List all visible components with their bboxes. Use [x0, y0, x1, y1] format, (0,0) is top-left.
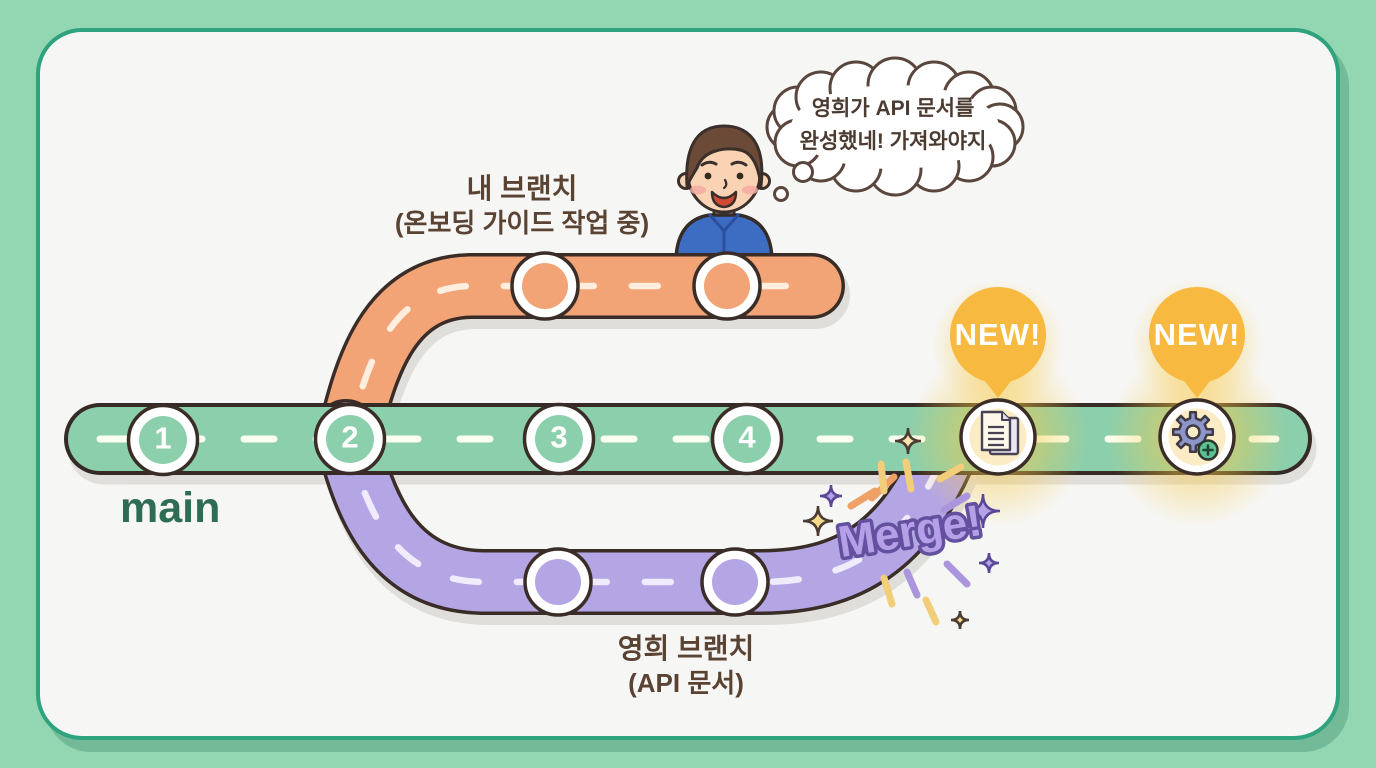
- commit-number-3: 3: [550, 419, 568, 455]
- my-branch-commit-1: [510, 251, 580, 321]
- my-branch-label-line2: (온보딩 가이드 작업 중): [394, 208, 650, 238]
- sparkle-icon: [894, 427, 922, 455]
- sparkle-icon: [965, 493, 1001, 529]
- commit-number-4: 4: [738, 419, 756, 455]
- thought-bubble-tail-small: [773, 186, 789, 202]
- commit-node-3: [522, 402, 596, 476]
- person-blush-left: [690, 185, 706, 195]
- gear-plus-icon: [1171, 410, 1219, 461]
- my-branch-label: 내 브랜치 (온보딩 가이드 작업 중): [395, 172, 649, 240]
- younghee-branch-label: 영희 브랜치 (API 문서): [618, 632, 755, 700]
- sparkle-icons: [802, 427, 1001, 630]
- thought-bubble-line2: 완성했네! 가져와야지: [799, 130, 987, 153]
- sparkle-icon: [978, 552, 1000, 574]
- document-icon: [980, 410, 1020, 456]
- younghee-commit-2: [700, 547, 770, 617]
- person-hair: [685, 124, 764, 188]
- commit-node-4: [710, 402, 784, 476]
- thought-bubble-text: 영희가 API 문서를 완성했네! 가져와야지: [800, 92, 987, 158]
- younghee-commit-nodes: [523, 547, 770, 617]
- thought-bubble-line1: 영희가 API 문서를: [811, 97, 975, 120]
- younghee-commit-1: [523, 547, 593, 617]
- my-branch-label-line1: 내 브랜치: [466, 173, 578, 204]
- person-nose: [722, 178, 728, 190]
- person-blush-right: [742, 185, 758, 195]
- person-eye-right: [736, 172, 744, 180]
- confetti: [847, 458, 971, 626]
- main-branch-label: main: [120, 484, 221, 532]
- person-brow-left: [700, 160, 718, 167]
- younghee-branch-label-line1: 영희 브랜치: [617, 633, 755, 664]
- main-commit-nodes: [126, 402, 784, 477]
- sparkle-icon: [819, 484, 843, 508]
- person-eye-left: [704, 172, 712, 180]
- younghee-road-dashes: [342, 428, 950, 586]
- document-commit-node: [959, 398, 1037, 476]
- person-mouth: [710, 190, 738, 209]
- gear-commit-node: [1158, 398, 1236, 476]
- thought-bubble: [765, 56, 1025, 202]
- person-brow-right: [730, 160, 748, 167]
- my-branch-commit-2: [692, 251, 762, 321]
- new-badge-left-text: NEW!: [954, 317, 1042, 352]
- thought-bubble-tail-large: [792, 161, 814, 183]
- younghee-branch-label-line2: (API 문서): [628, 668, 744, 698]
- new-badge-right-text: NEW!: [1153, 317, 1241, 352]
- commit-node-2: [313, 402, 387, 476]
- new-badge-left: NEW!: [950, 287, 1046, 383]
- my-branch-commit-nodes: [510, 251, 762, 321]
- sparkle-icon: [802, 505, 834, 537]
- commit-node-1: [126, 403, 200, 477]
- commit-number-2: 2: [341, 419, 359, 455]
- commit-number-1: 1: [154, 420, 172, 456]
- new-badge-right: NEW!: [1149, 287, 1245, 383]
- sparkle-icon: [950, 610, 970, 630]
